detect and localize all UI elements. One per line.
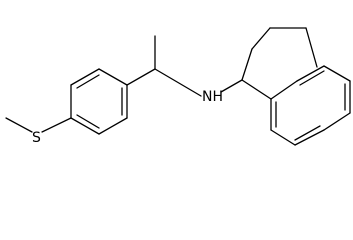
bond-ring-to-methine xyxy=(126,68,156,86)
ring1-bond-5 xyxy=(98,117,128,135)
ring1-bond-3 xyxy=(98,68,128,86)
saturated-ring-bond-1 xyxy=(241,48,253,81)
tetrahydronaphthalene-ring-system xyxy=(241,27,351,146)
ring1-bond-2 xyxy=(70,68,100,86)
methylthiophenyl-ring xyxy=(70,68,128,135)
bond-methine-nitrogen xyxy=(154,68,202,97)
aromatic-ring-bond-8 xyxy=(296,65,325,82)
aromatic-double-bond-d xyxy=(299,70,325,86)
saturated-ring-bond-2 xyxy=(251,27,271,50)
saturated-ring-bond-4 xyxy=(305,27,318,68)
aromatic-ring-bond-4 xyxy=(294,129,325,146)
ring1-double-bond-c xyxy=(76,114,100,129)
atom-label-nitrogen: NH xyxy=(202,89,223,105)
aromatic-ring-bond-7 xyxy=(323,65,351,82)
aromatic-ring-bond-3 xyxy=(270,129,296,146)
structure-diagram: S NH xyxy=(5,27,351,146)
methyl-group-on-sulfur xyxy=(5,117,33,133)
aromatic-ring-bond-1 xyxy=(241,79,272,100)
aromatic-ring-bond-9 xyxy=(270,80,298,100)
molecule-drawing: S NH xyxy=(5,27,351,146)
ring1-double-bond-a xyxy=(76,74,100,89)
aromatic-ring-bond-5 xyxy=(323,112,351,131)
aromatic-double-bond-b xyxy=(294,125,321,141)
atom-label-sulfur: S xyxy=(32,130,41,146)
bond-nitrogen-ring xyxy=(220,79,243,93)
bond-methyl-sulfur xyxy=(5,117,33,133)
ring1-bond-6 xyxy=(70,117,100,135)
bond-sulfur-ring xyxy=(41,117,72,133)
